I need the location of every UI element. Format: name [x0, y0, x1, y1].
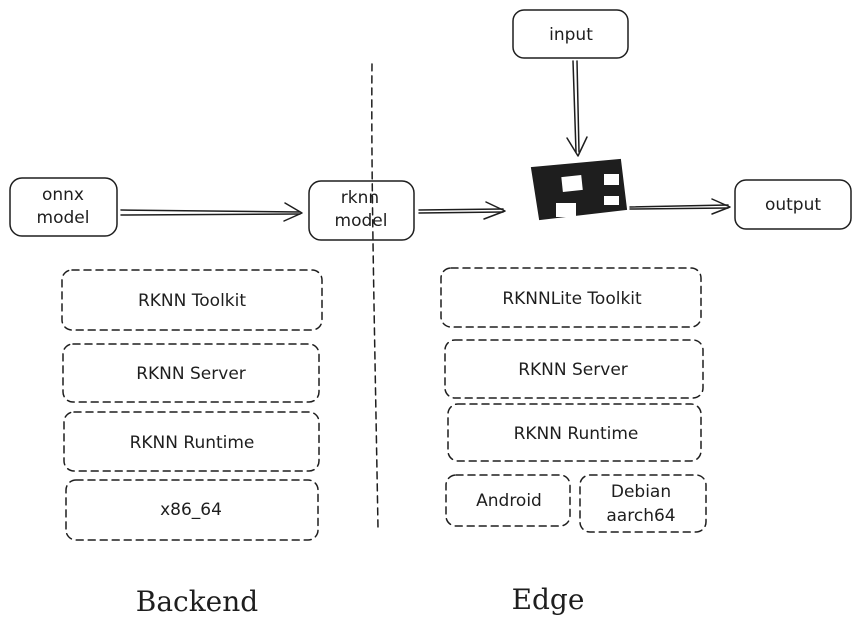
section-divider: [371, 63, 379, 529]
rknn-model-label-line2: model: [335, 211, 388, 231]
backend-server-box: RKNN Server: [62, 343, 320, 403]
arrow-onnx-to-rknn: [120, 202, 303, 222]
backend-runtime-label: RKNN Runtime: [130, 433, 255, 453]
edge-server-label: RKNN Server: [518, 360, 628, 380]
rknn-model-label-line1: rknn: [341, 188, 379, 208]
edge-android-box: Android: [445, 474, 571, 527]
output-node: output: [734, 179, 852, 230]
arrow-device-to-output: [629, 198, 731, 215]
chip-device-icon: [530, 158, 628, 221]
output-label: output: [765, 195, 821, 215]
onnx-model-label-line2: model: [37, 208, 90, 228]
edge-toolkit-box: RKNNLite Toolkit: [440, 267, 702, 328]
edge-title: Edge: [512, 583, 585, 616]
backend-stack: RKNN Toolkit RKNN Server RKNN Runtime x8…: [61, 269, 323, 541]
edge-debian-box: Debian aarch64: [579, 474, 707, 533]
edge-debian-label-line2: aarch64: [606, 506, 675, 526]
edge-server-box: RKNN Server: [444, 339, 704, 399]
backend-server-label: RKNN Server: [136, 364, 246, 384]
edge-runtime-label: RKNN Runtime: [514, 424, 639, 444]
edge-stack: RKNNLite Toolkit RKNN Server RKNN Runtim…: [440, 267, 707, 533]
input-node: input: [512, 9, 629, 59]
arrow-rknn-to-device: [418, 201, 506, 220]
edge-toolkit-label: RKNNLite Toolkit: [502, 289, 642, 309]
backend-toolkit-label: RKNN Toolkit: [138, 291, 246, 311]
arrow-input-to-device: [566, 60, 588, 157]
edge-runtime-box: RKNN Runtime: [447, 403, 702, 462]
onnx-model-node: onnx model: [9, 177, 118, 237]
backend-platform-label: x86_64: [160, 500, 222, 520]
edge-debian-label-line1: Debian: [611, 482, 671, 502]
edge-android-label: Android: [476, 491, 542, 511]
backend-toolkit-box: RKNN Toolkit: [61, 269, 323, 331]
rknn-model-node: rknn model: [308, 180, 415, 241]
input-label: input: [549, 25, 593, 45]
backend-platform-box: x86_64: [65, 479, 319, 541]
onnx-model-label-line1: onnx: [42, 185, 84, 205]
backend-title: Backend: [136, 585, 259, 618]
backend-runtime-box: RKNN Runtime: [63, 411, 320, 472]
